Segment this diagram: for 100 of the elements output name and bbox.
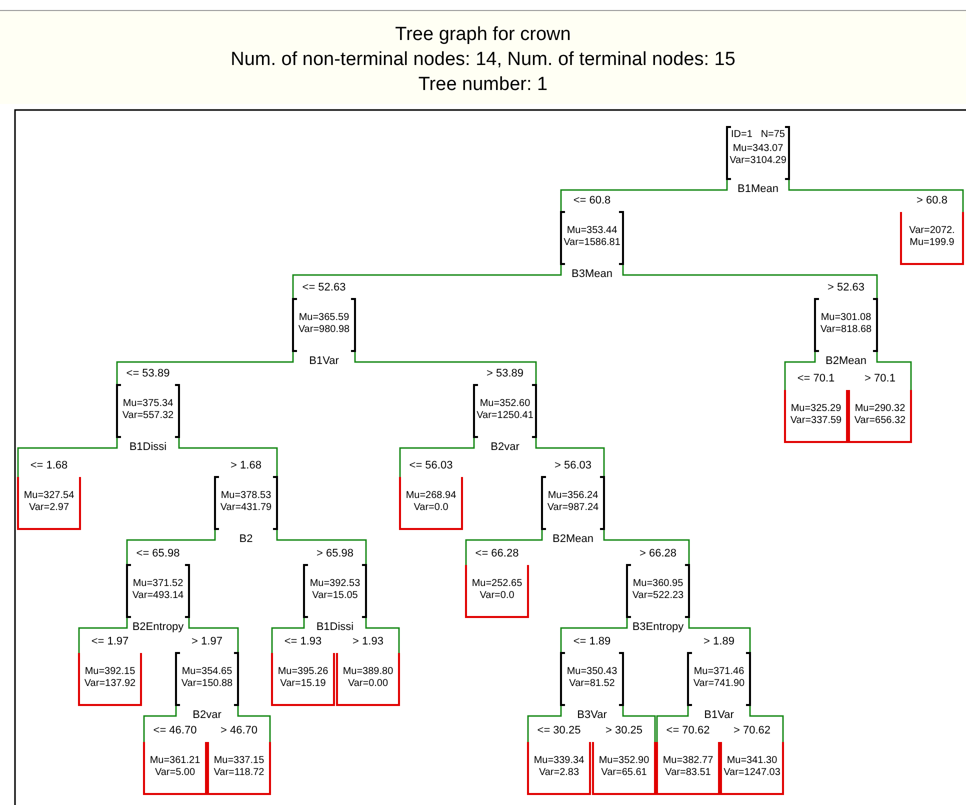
split-variable: B3Mean xyxy=(570,268,614,280)
branch-line xyxy=(876,351,912,390)
branch-line xyxy=(560,179,728,212)
node-stat: Mu=352.60 xyxy=(478,398,532,410)
split-variable: B1Mean xyxy=(736,183,780,195)
node-stat: Mu=365.59 xyxy=(298,312,350,324)
node-stat: Var=431.79 xyxy=(219,502,273,514)
node-stat: Var=0.0 xyxy=(412,502,450,514)
node-stat: Var=980.98 xyxy=(297,324,351,336)
node-stat: Mu=361.21 xyxy=(148,755,202,767)
node-stat: Var=337.59 xyxy=(789,415,843,427)
branch-line xyxy=(656,705,689,742)
node-stat: Var=15.19 xyxy=(279,678,327,690)
node-stat: Mu=337.15 xyxy=(212,755,266,767)
node-stat: Mu=389.80 xyxy=(342,666,394,678)
branch-line xyxy=(749,705,784,742)
branch-line xyxy=(365,617,400,653)
node-stat: Var=2072. xyxy=(908,225,956,237)
node-stat: Mu=301.08 xyxy=(820,312,872,324)
node-stat: Var=65.61 xyxy=(600,767,648,779)
branch-line xyxy=(688,617,751,653)
branch-line xyxy=(17,437,118,477)
branch-line xyxy=(784,351,816,390)
node-stat: Mu=382.77 xyxy=(662,755,714,767)
branch-line xyxy=(188,617,239,653)
branch-line xyxy=(527,705,562,742)
node-stat: Mu=371.52 xyxy=(132,578,184,590)
node-stat: Var=137.92 xyxy=(83,678,137,690)
node-stat: Var=2.83 xyxy=(538,767,580,779)
node-stat: Mu=354.65 xyxy=(180,666,234,678)
branch-line xyxy=(788,179,964,212)
branch-line xyxy=(622,705,656,742)
node-stat: Var=1250.41 xyxy=(476,410,534,422)
node-stat: Var=987.24 xyxy=(546,502,600,514)
node-stat: Mu=343.07 xyxy=(732,143,784,155)
node-id-text: ID=1 xyxy=(731,129,754,141)
node-stat: Var=522.23 xyxy=(631,590,685,602)
node-stat: Mu=371.46 xyxy=(692,666,746,678)
branch-line xyxy=(276,529,367,565)
node-stat: Mu=252.65 xyxy=(470,578,524,590)
node-stat: Var=5.00 xyxy=(154,767,196,779)
node-stat: Mu=353.44 xyxy=(566,225,618,237)
chart-title: Tree graph for crown xyxy=(394,24,572,46)
node-stat: Var=557.32 xyxy=(121,410,175,422)
node-stat: Var=2.97 xyxy=(28,502,70,514)
node-stat: Var=0.00 xyxy=(346,678,390,690)
node-stat: Mu=392.15 xyxy=(84,666,136,678)
node-stat: Var=818.68 xyxy=(819,324,873,336)
node-stat: Var=118.72 xyxy=(212,767,266,779)
branch-line xyxy=(78,617,128,653)
branch-line xyxy=(399,437,475,477)
branch-line xyxy=(603,529,690,565)
node-stat: Mu=341.30 xyxy=(726,755,778,767)
node-stat: Var=493.14 xyxy=(131,590,185,602)
split-variable: B2Mean xyxy=(552,533,594,545)
branch-line xyxy=(560,617,628,653)
branch-line xyxy=(465,529,543,565)
header-text: Num. of non-terminal nodes: 14, Num. of terminal nodes: 15 xyxy=(230,49,736,71)
split-variable: B2Entropy xyxy=(131,621,185,633)
node-stat: Mu=290.32 xyxy=(854,403,906,415)
header-text: Tree number: 1 xyxy=(417,74,549,96)
node-stat: Mu=395.26 xyxy=(276,666,330,678)
branch-line xyxy=(354,351,537,385)
branch-line xyxy=(271,617,305,653)
split-variable: B3Entropy xyxy=(631,621,685,633)
node-stat: Var=15.05 xyxy=(311,590,359,602)
node-stat: Mu=352.90 xyxy=(598,755,650,767)
node-stat: Mu=392.53 xyxy=(308,578,362,590)
split-variable: B1Var xyxy=(308,355,340,367)
node-stat: Var=150.88 xyxy=(180,678,234,690)
node-stat: Mu=327.54 xyxy=(22,490,76,502)
node-stat: Mu=325.29 xyxy=(790,403,842,415)
branch-line xyxy=(178,437,278,477)
node-stat: Mu=378.53 xyxy=(220,490,272,502)
branch-line xyxy=(622,264,878,299)
node-stat: Var=741.90 xyxy=(692,678,746,690)
node-stat: Var=3104.29 xyxy=(728,155,788,167)
split-variable: B2var xyxy=(192,709,222,721)
node-stat: Mu=360.95 xyxy=(632,578,684,590)
branch-line xyxy=(126,529,216,565)
node-id-text: N=75 xyxy=(760,129,785,141)
branch-line xyxy=(116,351,294,385)
split-variable: B1Dissi xyxy=(128,441,168,453)
node-stat: Mu=350.43 xyxy=(566,666,618,678)
node-stat: Mu=356.24 xyxy=(546,490,600,502)
branch-line xyxy=(143,705,177,742)
branch-line xyxy=(237,705,271,742)
branch-line xyxy=(535,437,605,477)
node-stat: Var=1586.81 xyxy=(562,237,622,249)
node-stat: Mu=199.9 xyxy=(908,237,956,249)
split-variable: B2Mean xyxy=(824,355,868,367)
node-stat: Mu=268.94 xyxy=(404,490,458,502)
node-stat: Var=1247.03 xyxy=(722,767,782,779)
node-stat: Var=81.52 xyxy=(568,678,616,690)
split-variable: B1Dissi xyxy=(315,621,355,633)
node-stat: Var=0.0 xyxy=(478,590,516,602)
split-variable: B1Var xyxy=(703,709,735,721)
node-stat: Var=656.32 xyxy=(853,415,907,427)
node-stat: Mu=375.34 xyxy=(122,398,174,410)
split-variable: B2var xyxy=(490,441,520,453)
